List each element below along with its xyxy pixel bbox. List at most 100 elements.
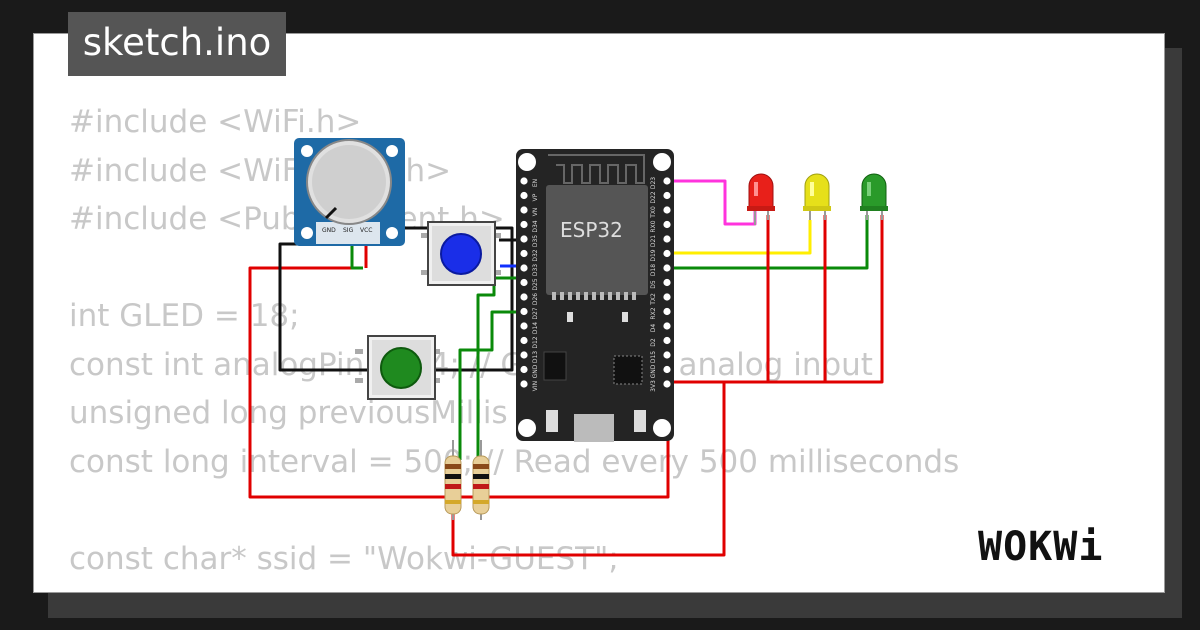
boot-button <box>634 410 646 432</box>
esp32-module <box>546 185 648 295</box>
wire-yellow <box>668 220 812 255</box>
pin-label: GND <box>532 364 539 378</box>
pin-hole[interactable] <box>520 249 528 258</box>
pin-label: D34 <box>532 220 539 232</box>
pin-label: D5 <box>650 280 657 289</box>
regulator <box>543 351 567 381</box>
code-preview: #include <WiFi.h>#include <WiFiClient.h>… <box>69 98 960 592</box>
pin-hole[interactable] <box>520 220 528 229</box>
pin-hole[interactable] <box>520 380 528 388</box>
wire-magenta <box>668 179 757 226</box>
mount-hole <box>653 153 671 171</box>
led-yellow[interactable] <box>803 173 831 220</box>
pin-label: D22 <box>650 191 657 203</box>
pin-label: D35 <box>532 235 539 247</box>
pin-hole[interactable] <box>663 235 671 243</box>
wire-green-btn2 <box>458 310 517 460</box>
module-pins <box>552 292 636 300</box>
pin-hole[interactable] <box>520 235 528 243</box>
pin-label: D19 <box>650 249 657 261</box>
led-green[interactable] <box>860 173 888 220</box>
pin-hole[interactable] <box>663 307 671 316</box>
usb-port <box>574 414 614 442</box>
pin-label: VN <box>532 208 539 217</box>
pot-pin-vcc: VCC <box>360 227 372 234</box>
wire-red-right <box>668 215 884 384</box>
pin-label: GND <box>650 364 657 378</box>
pin-hole[interactable] <box>663 336 671 345</box>
pin-label: EN <box>532 179 539 187</box>
mount-hole <box>653 419 671 437</box>
pin-label: TX2 <box>650 293 657 306</box>
wire-green-pot <box>350 244 363 270</box>
pin-label: D2 <box>650 338 657 347</box>
pin-hole[interactable] <box>663 380 671 388</box>
code-line: const char* password = ""; <box>69 583 959 592</box>
pin-label: D33 <box>532 264 539 276</box>
pin-hole[interactable] <box>520 206 528 214</box>
pin-label: D32 <box>532 249 539 261</box>
pushbutton-green[interactable] <box>355 335 440 400</box>
usb-chip <box>613 355 643 385</box>
pin-label: D4 <box>650 324 657 333</box>
resistor-1[interactable] <box>444 440 462 520</box>
pin-hole[interactable] <box>663 191 671 200</box>
pin-hole[interactable] <box>520 322 528 330</box>
knob-indicator <box>324 206 338 220</box>
pin-label: D12 <box>532 336 539 348</box>
wire-green-led <box>668 215 869 270</box>
pin-label: D26 <box>532 293 539 305</box>
pin-hole[interactable] <box>663 278 671 287</box>
code-line: const long interval = 500; // Read every… <box>69 443 960 480</box>
mount-hole <box>518 419 536 437</box>
pin-label: TX0 <box>650 206 657 219</box>
esp32-board[interactable]: ESP32 ENVPVND34D35D32D33D25D26D27D14D12D… <box>516 149 674 442</box>
resistor-2[interactable] <box>472 440 490 520</box>
pin-label: D23 <box>650 177 657 189</box>
pin-label: D25 <box>532 278 539 290</box>
right-pin-header: D23D22TX0RX0D21D19D18D5TX2RX2D4D2D15GND3… <box>650 177 671 392</box>
pin-hole[interactable] <box>663 177 671 185</box>
pin-hole[interactable] <box>520 336 528 345</box>
pin-label: D18 <box>650 264 657 276</box>
pin-hole[interactable] <box>520 365 528 374</box>
potentiometer[interactable]: GND SIG VCC <box>294 138 405 246</box>
pin-hole[interactable] <box>520 278 528 287</box>
en-button <box>546 410 558 432</box>
pin-hole[interactable] <box>663 351 671 359</box>
pin-hole[interactable] <box>663 365 671 374</box>
pin-hole[interactable] <box>663 220 671 229</box>
mount-hole <box>518 153 536 171</box>
pin-label: VIN <box>532 381 539 391</box>
pin-hole[interactable] <box>663 322 671 330</box>
pin-hole[interactable] <box>520 293 528 301</box>
code-line: #include <WiFi.h> <box>69 104 362 140</box>
pin-hole[interactable] <box>663 293 671 301</box>
pin-hole[interactable] <box>520 307 528 316</box>
board-label: ESP32 <box>560 218 623 242</box>
pin-hole[interactable] <box>663 206 671 214</box>
pin-hole[interactable] <box>663 264 671 272</box>
pin-label: D13 <box>532 351 539 363</box>
wire-red-bottom <box>451 382 726 557</box>
code-line: int GLED = 18; <box>69 298 300 334</box>
pin-label: RX2 <box>650 307 657 319</box>
pot-pin-sig: SIG <box>343 227 354 234</box>
pin-hole[interactable] <box>520 264 528 272</box>
pin-hole[interactable] <box>663 249 671 258</box>
pin-label: RX0 <box>650 220 657 232</box>
pin-hole[interactable] <box>520 191 528 200</box>
pin-label: D27 <box>532 307 539 319</box>
pin-hole[interactable] <box>520 351 528 359</box>
pin-label: VP <box>532 193 539 201</box>
pin-hole[interactable] <box>520 177 528 185</box>
filename-tab: sketch.ino <box>68 12 286 76</box>
pin-label: D14 <box>532 322 539 334</box>
pin-label: D21 <box>650 235 657 247</box>
pin-label: 3V3 <box>650 380 657 392</box>
code-line: const char* ssid = "Wokwi-GUEST"; <box>69 540 619 577</box>
led-red[interactable] <box>747 173 775 225</box>
pushbutton-blue[interactable] <box>421 221 501 286</box>
